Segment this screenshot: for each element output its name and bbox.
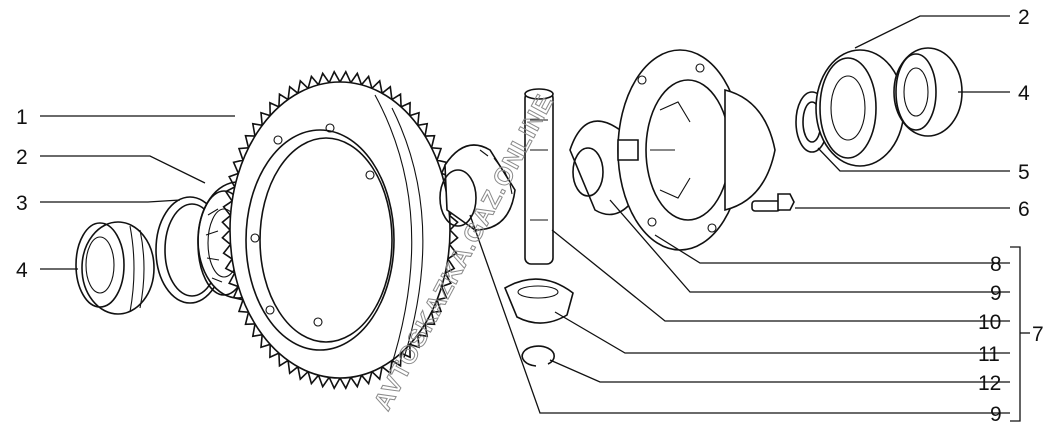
housing-bolt — [751, 193, 795, 212]
pinion-shaft — [524, 88, 554, 265]
callout-10: 10 — [978, 311, 1001, 334]
callout-9-bottom: 9 — [990, 403, 1002, 426]
callout-6: 6 — [1018, 198, 1030, 221]
callout-12: 12 — [978, 372, 1001, 395]
seal-cup-right — [893, 47, 963, 137]
crown-gear — [221, 70, 459, 390]
seal-cup-left — [75, 221, 155, 315]
callout-2-right: 2 — [1018, 6, 1030, 29]
callout-8: 8 — [990, 253, 1002, 276]
callout-2-left: 2 — [16, 146, 28, 169]
snap-ring — [521, 345, 555, 367]
callout-1: 1 — [16, 106, 28, 129]
bearing-right — [815, 49, 905, 167]
leader-lines — [40, 15, 1030, 422]
callout-4-right: 4 — [1018, 82, 1030, 105]
callout-7: 7 — [1032, 323, 1044, 346]
callout-labels: 1 2 3 4 2 4 5 6 8 9 10 11 12 9 7 — [16, 6, 1044, 426]
pinion-gear-left — [439, 144, 516, 231]
differential-housing — [617, 49, 776, 251]
callout-9-top: 9 — [990, 282, 1002, 305]
callout-3: 3 — [16, 192, 28, 215]
callout-4-left: 4 — [16, 259, 28, 282]
callout-5: 5 — [1018, 161, 1030, 184]
callout-11: 11 — [978, 343, 1000, 366]
